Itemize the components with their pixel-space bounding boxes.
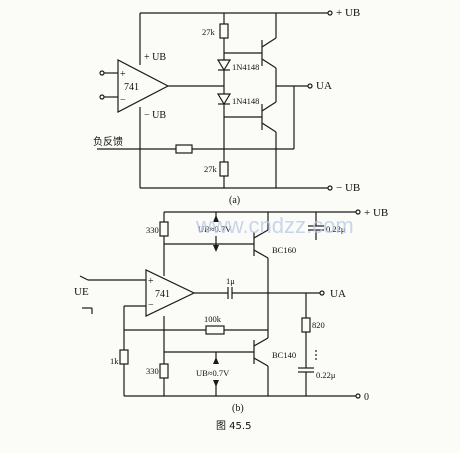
resistor-820-b [301,317,311,333]
label-820-b: 820 [312,320,325,330]
resistor-27k-top-a [219,23,229,39]
label-diode1-a: 1N4148 [232,62,259,72]
label-cap-top-b: 0.22μ [326,224,346,234]
label-100k-b: 100k [204,314,222,324]
resistor-330-top-b [159,221,169,237]
caption-a: (a) [229,195,240,206]
label-minus-ub-a: − UB [336,182,360,194]
opamp-741-a [117,59,170,113]
resistor-1k-b [119,349,129,365]
diode-1-a [216,59,232,72]
feedback-resistor-a [175,144,193,154]
figure-caption: 图 45.5 [216,420,251,432]
resistor-27k-bottom-a [219,161,229,177]
label-cap-1u-b: 1μ [226,276,235,286]
opamp-label-b: 741 [155,289,170,300]
caption-b: (b) [232,403,244,414]
label-330-bottom-b: 330 [146,366,159,376]
terminal-ua-b [319,290,325,296]
terminal-minus-ub-a [327,185,333,191]
diode-2-a [216,93,232,106]
opamp-plus-b: + [148,276,154,287]
label-27k-top-a: 27k [202,27,216,37]
label-ua-a: UA [316,80,332,92]
opamp-label-a: 741 [124,82,139,93]
label-27k-bottom-a: 27k [204,164,218,174]
watermark: www.cndzz.com [195,213,354,238]
terminal-ua-a [307,83,313,89]
opamp-minus-a: − [120,95,126,106]
opamp-741-b [145,269,196,317]
label-vbe-bottom-b: UB≈0.7V [196,368,230,378]
label-supply-minus-a: − UB [144,110,166,121]
label-diode2-a: 1N4148 [232,96,259,106]
label-ub-a: + UB [336,7,360,19]
opamp-plus-a: + [120,69,126,80]
label-feedback-a: 负反馈 [93,135,123,148]
label-ue-b: UE [74,286,89,298]
terminal-ub-b [355,209,361,215]
terminal-ub-a [327,10,333,16]
circuit-b: + UB 330 UB≈0.7V BC160 0.22μ 741 + − [74,207,388,414]
label-ua-b: UA [330,288,346,300]
label-ub-b: + UB [364,207,388,219]
label-cap-bottom-b: 0.22μ [316,370,336,380]
label-bc160-b: BC160 [272,245,296,255]
label-bc140-b: BC140 [272,350,296,360]
resistor-330-bottom-b [159,363,169,379]
label-vbe-top-b: UB≈0.7V [198,224,232,234]
terminal-ground-b [355,393,361,399]
label-ground-b: 0 [364,392,369,403]
label-supply-plus-a: + UB [144,52,166,63]
circuit-a: + UB + UB 741 + − − UB 27k 1N4148 1N4148… [93,7,360,206]
label-330-top-b: 330 [146,225,159,235]
resistor-100k-b [205,325,225,335]
label-1k-b: 1k [110,356,119,366]
opamp-minus-b: − [148,300,154,311]
